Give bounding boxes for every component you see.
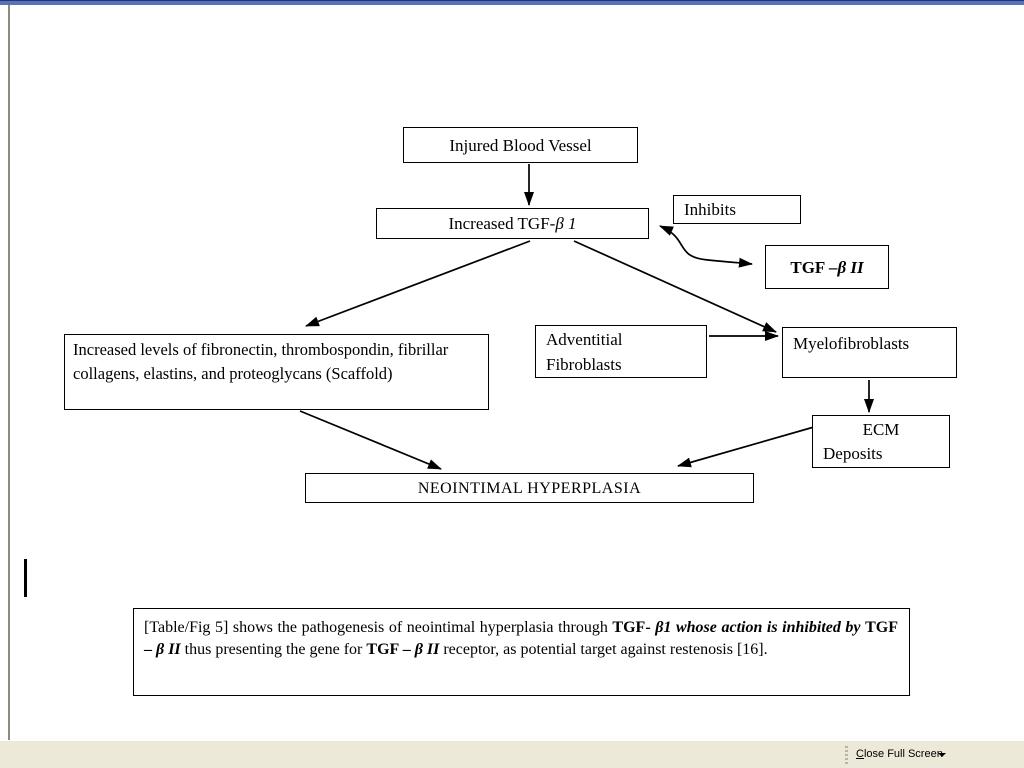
caption-text: receptor, as potential target against re… — [439, 641, 768, 658]
close-button-accelerator: C — [856, 748, 864, 760]
node-inhibits[interactable]: Inhibits — [673, 195, 801, 224]
node-label-beta: β II — [837, 257, 864, 277]
caption-text-bold-italic: β II — [156, 641, 181, 658]
node-neointimal-hyperplasia[interactable]: NEOINTIMAL HYPERPLASIA — [305, 473, 754, 503]
close-full-screen-button[interactable]: Close Full Screen — [852, 743, 947, 765]
node-myelofibroblasts[interactable]: Myelofibroblasts — [782, 327, 957, 378]
node-label: Myelofibroblasts — [793, 334, 910, 353]
document-page[interactable]: Injured Blood Vessel Increased TGF- β 1 … — [0, 5, 1024, 740]
arrow-increased-tgf-to-myelofibroblasts — [573, 240, 777, 333]
node-label-line1: ECM — [862, 420, 900, 439]
caption-text-bold: TGF – — [144, 619, 899, 658]
node-label: TGF – — [790, 257, 838, 277]
arrow-ecm-to-neointimal — [677, 426, 815, 468]
node-label: NEOINTIMAL HYPERPLASIA — [417, 479, 642, 497]
node-scaffold[interactable]: Increased levels of fibronectin, thrombo… — [64, 334, 489, 410]
node-label-line1: Adventitial — [546, 330, 623, 349]
node-label-beta: β 1 — [555, 214, 577, 233]
caption-text-bold-italic: β II — [414, 641, 440, 658]
caption-text: thus presenting the gene for — [180, 641, 367, 658]
node-injured-blood-vessel[interactable]: Injured Blood Vessel — [403, 127, 638, 163]
close-button-label: lose Full Screen — [863, 748, 943, 760]
caption-text-bold-italic: β1 whose action is inhibited by — [655, 619, 866, 636]
full-screen-toolbar: Close Full Screen — [0, 740, 1024, 768]
figure-caption-box[interactable]: [Table/Fig 5] shows the pathogenesis of … — [133, 608, 910, 696]
caption-text-bold: TGF – — [366, 641, 415, 658]
toolbar-options-dropdown-icon[interactable] — [938, 753, 946, 757]
node-increased-tgf-b1[interactable]: Increased TGF- β 1 — [376, 208, 649, 239]
node-adventitial-fibroblasts[interactable]: Adventitial Fibroblasts — [535, 325, 707, 378]
toolbar-drag-handle[interactable] — [845, 746, 848, 764]
page-left-border — [8, 5, 10, 740]
arrow-scaffold-to-neointimal — [299, 410, 442, 470]
node-label-line2: Fibroblasts — [546, 355, 622, 374]
node-label-line2: Deposits — [823, 444, 883, 463]
arrow-increased-tgf-to-scaffold — [305, 240, 531, 327]
window-top-accent — [0, 0, 1024, 5]
caption-text: [Table/Fig 5] shows the pathogenesis of … — [144, 619, 613, 636]
node-label: Injured Blood Vessel — [449, 135, 592, 155]
node-label: Inhibits — [684, 200, 736, 219]
text-insertion-cursor — [24, 559, 27, 597]
node-tgf-b2[interactable]: TGF – β II — [765, 245, 889, 289]
node-label: Increased levels of fibronectin, thrombo… — [73, 340, 449, 383]
node-label: Increased TGF- — [448, 214, 556, 233]
arrow-inhibits-curve-tgfb2 — [659, 225, 753, 268]
node-ecm-deposits[interactable]: ECM Deposits — [812, 415, 950, 468]
caption-text-bold: TGF- — [612, 619, 656, 636]
